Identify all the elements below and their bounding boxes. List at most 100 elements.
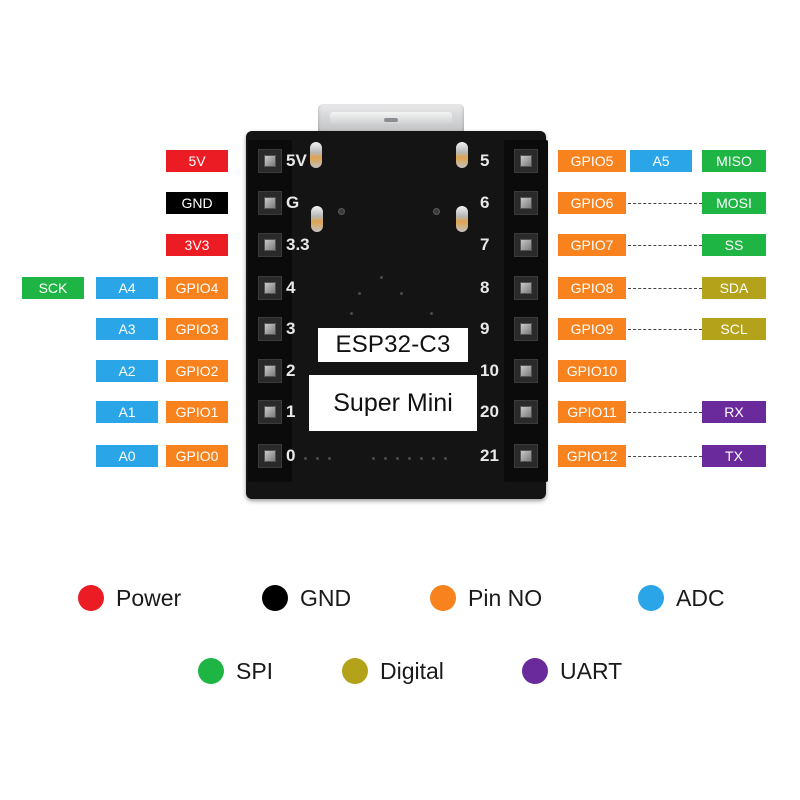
test-pad bbox=[384, 457, 387, 460]
silk-left-6: 1 bbox=[286, 402, 296, 421]
legend-label: Power bbox=[116, 584, 182, 611]
left-pin-label-gpio2: GPIO2 bbox=[166, 360, 228, 382]
silk-right-0: 5 bbox=[480, 151, 490, 170]
via bbox=[400, 292, 403, 295]
header-pin bbox=[514, 276, 538, 300]
header-pin bbox=[258, 191, 282, 215]
test-pad bbox=[304, 457, 307, 460]
right-pin-label-mosi: MOSI bbox=[702, 192, 766, 214]
connector-line bbox=[628, 203, 702, 204]
silk-right-7: 21 bbox=[480, 446, 499, 465]
connector-line bbox=[628, 456, 702, 457]
legend-item-digital: Digital bbox=[342, 655, 444, 687]
left-pin-label-sck: SCK bbox=[22, 277, 84, 299]
test-pad bbox=[420, 457, 423, 460]
right-pin-label-gpio6: GPIO6 bbox=[558, 192, 626, 214]
silk-right-2: 7 bbox=[480, 235, 490, 254]
left-pin-label-gpio1: GPIO1 bbox=[166, 401, 228, 423]
right-pin-label-sda: SDA bbox=[702, 277, 766, 299]
legend-item-adc: ADC bbox=[638, 582, 725, 614]
right-pin-label-tx: TX bbox=[702, 445, 766, 467]
right-pin-label-gpio10: GPIO10 bbox=[558, 360, 626, 382]
silk-left-3: 4 bbox=[286, 278, 296, 297]
header-pin bbox=[258, 149, 282, 173]
right-pin-label-a5: A5 bbox=[630, 150, 692, 172]
right-pin-label-gpio9: GPIO9 bbox=[558, 318, 626, 340]
via bbox=[350, 312, 353, 315]
via bbox=[358, 292, 361, 295]
right-pin-header bbox=[504, 140, 548, 482]
header-pin bbox=[514, 233, 538, 257]
silk-left-1: G bbox=[286, 193, 300, 212]
silk-left-2: 3.3 bbox=[286, 235, 310, 254]
left-pin-label-gpio3: GPIO3 bbox=[166, 318, 228, 340]
header-pin bbox=[514, 400, 538, 424]
header-pin bbox=[514, 317, 538, 341]
connector-line bbox=[628, 245, 702, 246]
model-label: Super Mini bbox=[309, 375, 477, 431]
legend-item-gnd: GND bbox=[262, 582, 351, 614]
silk-left-7: 0 bbox=[286, 446, 296, 465]
boot-button-icon bbox=[311, 206, 323, 232]
test-pad bbox=[328, 457, 331, 460]
via bbox=[338, 208, 345, 215]
right-pin-label-gpio11: GPIO11 bbox=[558, 401, 626, 423]
via bbox=[430, 312, 433, 315]
left-pin-label-a0: A0 bbox=[96, 445, 158, 467]
right-pin-label-gpio8: GPIO8 bbox=[558, 277, 626, 299]
right-pin-label-miso: MISO bbox=[702, 150, 766, 172]
left-pin-label-a3: A3 bbox=[96, 318, 158, 340]
left-pin-label-3v3: 3V3 bbox=[166, 234, 228, 256]
header-pin bbox=[258, 233, 282, 257]
legend-label: ADC bbox=[676, 584, 725, 611]
connector-line bbox=[628, 329, 702, 330]
legend-label: SPI bbox=[236, 657, 274, 684]
test-pad bbox=[444, 457, 447, 460]
left-pin-label-gnd: GND bbox=[166, 192, 228, 214]
test-pad bbox=[316, 457, 319, 460]
legend-color-dot-icon bbox=[198, 658, 224, 684]
silk-right-5: 10 bbox=[480, 361, 499, 380]
header-pin bbox=[258, 444, 282, 468]
legend-item-uart: UART bbox=[522, 655, 622, 687]
left-pin-label-a4: A4 bbox=[96, 277, 158, 299]
header-pin bbox=[514, 149, 538, 173]
esp32-c3-board bbox=[246, 131, 546, 499]
connector-line bbox=[628, 412, 702, 413]
left-pin-label-a2: A2 bbox=[96, 360, 158, 382]
test-pad bbox=[432, 457, 435, 460]
silk-left-4: 3 bbox=[286, 319, 296, 338]
silk-right-1: 6 bbox=[480, 193, 490, 212]
silk-right-3: 8 bbox=[480, 278, 490, 297]
right-pin-label-scl: SCL bbox=[702, 318, 766, 340]
legend-item-spi: SPI bbox=[198, 655, 273, 687]
legend-label: GND bbox=[300, 584, 352, 611]
test-pad bbox=[408, 457, 411, 460]
legend-color-dot-icon bbox=[262, 585, 288, 611]
left-pin-header bbox=[248, 140, 292, 482]
left-pin-label-gpio0: GPIO0 bbox=[166, 445, 228, 467]
chip-label: ESP32-C3 bbox=[318, 328, 468, 362]
right-pin-label-ss: SS bbox=[702, 234, 766, 256]
connector-line bbox=[628, 288, 702, 289]
header-pin bbox=[514, 191, 538, 215]
left-pin-label-a1: A1 bbox=[96, 401, 158, 423]
header-pin bbox=[514, 359, 538, 383]
test-pad bbox=[396, 457, 399, 460]
left-pin-label-gpio4: GPIO4 bbox=[166, 277, 228, 299]
legend-color-dot-icon bbox=[430, 585, 456, 611]
test-pad bbox=[372, 457, 375, 460]
legend-label: Pin NO bbox=[468, 584, 543, 611]
right-pin-label-gpio7: GPIO7 bbox=[558, 234, 626, 256]
legend-color-dot-icon bbox=[638, 585, 664, 611]
legend-label: Digital bbox=[380, 657, 444, 684]
via bbox=[380, 276, 383, 279]
silk-left-5: 2 bbox=[286, 361, 296, 380]
reset-button-icon bbox=[456, 206, 468, 232]
power-led-icon bbox=[310, 142, 322, 168]
right-pin-label-gpio12: GPIO12 bbox=[558, 445, 626, 467]
legend-label: UART bbox=[560, 657, 623, 684]
header-pin bbox=[258, 359, 282, 383]
silk-left-0: 5V bbox=[286, 151, 307, 170]
